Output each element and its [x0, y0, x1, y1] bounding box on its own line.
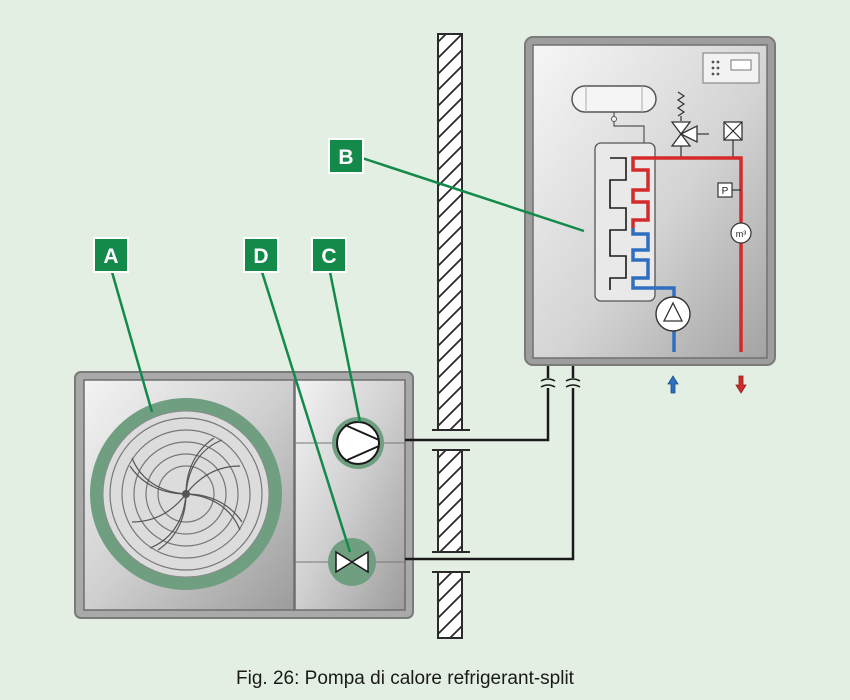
- label-a: A: [93, 237, 129, 273]
- pressure-gauge-icon: P: [717, 182, 741, 198]
- fan-icon: [90, 398, 282, 590]
- control-panel-icon: [702, 52, 760, 84]
- expansion-valve-icon: [328, 538, 376, 586]
- flow-down-arrow-icon: [735, 375, 747, 394]
- flow-up-arrow-icon: [667, 375, 679, 394]
- svg-text:m³: m³: [736, 229, 747, 239]
- compressor-icon: [332, 417, 384, 469]
- indoor-unit: P m³: [524, 36, 776, 366]
- hot-water-pipe: [631, 156, 743, 352]
- svg-text:D: D: [253, 245, 268, 268]
- label-b: B: [328, 138, 364, 174]
- safety-valve-icon: [670, 91, 709, 158]
- svg-text:C: C: [321, 245, 336, 268]
- circulation-pump-icon: [655, 296, 691, 332]
- svg-text:B: B: [338, 146, 353, 169]
- refrigerant-coil: [609, 157, 627, 290]
- leader-lines: [110, 156, 585, 553]
- flow-meter-icon: m³: [730, 222, 752, 244]
- air-vent-icon: [723, 121, 743, 158]
- svg-text:P: P: [722, 186, 729, 197]
- svg-text:A: A: [103, 245, 118, 268]
- expansion-vessel-icon: [571, 85, 657, 158]
- figure-caption: Fig. 26: Pompa di calore refrigerant-spl…: [236, 668, 574, 689]
- wall: [432, 33, 470, 639]
- label-c: C: [311, 237, 347, 273]
- label-d: D: [243, 237, 279, 273]
- cold-water-pipe: [631, 228, 676, 352]
- outdoor-unit: [74, 371, 414, 619]
